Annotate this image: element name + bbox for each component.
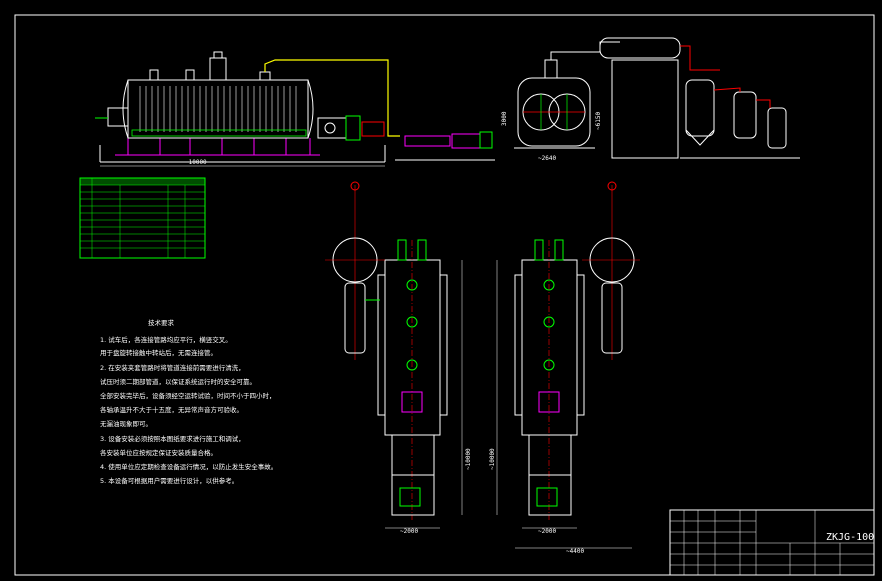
note-line: 各轴承温升不大于十五度，无异常声音方可验收。 — [100, 405, 243, 414]
dim-right-width: ~2000 — [538, 528, 556, 535]
dim-tower-height: ~6150 — [595, 112, 602, 130]
drawing-border — [14, 14, 875, 576]
notes-title: 技术要求 — [148, 318, 175, 327]
dim-condenser-width: ~2640 — [538, 155, 556, 162]
condenser-end-view: ~2640 3000 — [501, 41, 620, 162]
note-line: 全部安装完毕后，设备须经空运转试验，时间不小于四小时， — [100, 391, 276, 400]
dryer-side-view: ~10000 — [95, 51, 495, 167]
note-line: 试压时须二期部管道，以保证系统运行时的安全可靠。 — [100, 377, 256, 386]
note-line: 5. 本设备可根据用户需要进行设计，以供参考。 — [100, 476, 238, 485]
dim-condenser-height: 3000 — [501, 111, 508, 126]
drawing-code: ZKJG-100 — [826, 532, 874, 543]
note-line: 2. 在安装夹套管路时将管道连接前需要进行清洗， — [100, 363, 245, 372]
dim-total-width: ~4400 — [566, 548, 584, 555]
dim-dryer-length: ~10000 — [185, 159, 207, 166]
note-line: 各安装单位应按规定保证安装质量合格。 — [100, 448, 217, 457]
title-block: ZKJG-100 — [669, 509, 875, 576]
dim-left-width: ~2000 — [400, 528, 418, 535]
note-line: 1. 试车后，各连接管路均应平行，横竖交叉。 — [100, 335, 232, 344]
right-plan-view: ~2000 ~10000 ~4400 — [489, 181, 640, 555]
dim-right-height: ~10000 — [489, 448, 496, 470]
dim-left-height: ~10000 — [465, 448, 472, 470]
left-plan-view: ~2000 ~10000 — [325, 181, 472, 535]
note-line: 3. 设备安装必须按照本图纸要求进行施工和调试， — [100, 434, 245, 443]
note-line: 4. 使用单位应定期检查设备运行情况，以防止发生安全事故。 — [100, 462, 277, 471]
note-line: 无漏油现象即可。 — [100, 419, 152, 428]
tower-and-tanks: ~6150 — [595, 37, 800, 159]
nozzle-table — [79, 177, 206, 259]
note-line: 用于盘旋转接触中转站后，无需连接管。 — [100, 348, 217, 357]
technical-notes: 技术要求 1. 试车后，各连接管路均应平行，横竖交叉。 用于盘旋转接触中转站后，… — [100, 318, 277, 485]
